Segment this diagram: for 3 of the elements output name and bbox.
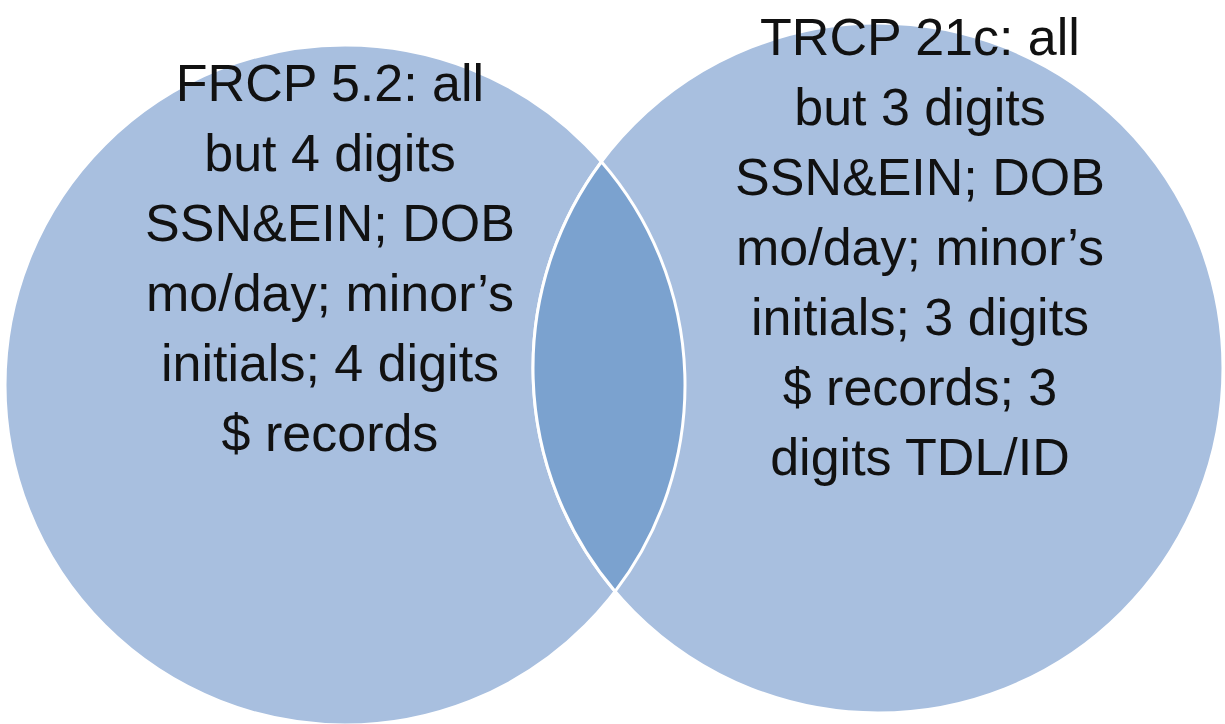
circle-label: FRCP 5.2: all but 4 digits SSN&EIN; DOB mo/day; minor’s initials; 4 digits $ records [144, 53, 516, 464]
overlap-region [531, 160, 687, 593]
circle-label: TRCP 21c: all but 3 digits SSN&EIN; DOB mo/day; minor’s initials; 3 digits $ records; 3 digits TDL/ID [734, 7, 1106, 488]
